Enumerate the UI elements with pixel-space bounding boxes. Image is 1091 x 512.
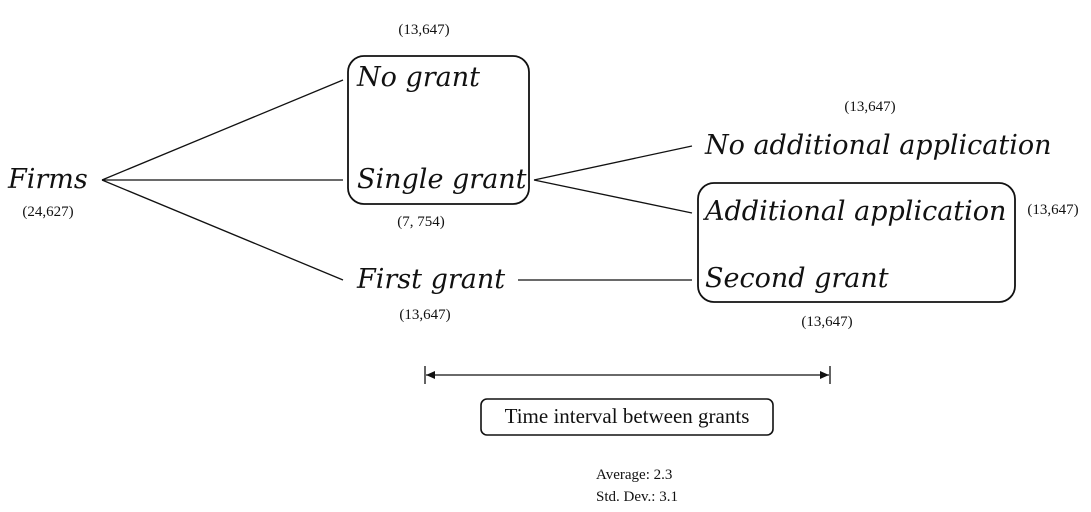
node-first-grant-count: (13,647)	[399, 307, 450, 323]
node-additional-application-count: (13,647)	[1027, 202, 1078, 218]
time-interval-std-dev: Std. Dev.: 3.1	[596, 489, 678, 505]
node-single-grant-count: (7, 754)	[397, 214, 445, 230]
edge-firms-to-first-grant	[101, 179, 344, 281]
node-firms-label: Firms	[7, 164, 88, 195]
box-no-single-grant	[347, 55, 530, 205]
node-second-grant-label: Second grant	[705, 263, 889, 294]
node-no-grant-label: No grant	[356, 62, 480, 93]
node-no-additional-application-label: No additional application	[704, 130, 1052, 161]
time-interval-average: Average: 2.3	[596, 467, 672, 483]
edge-single-to-no-additional	[533, 145, 693, 181]
edge-single-to-additional	[533, 179, 693, 214]
time-interval-label: Time interval between grants	[505, 404, 750, 428]
box-additional-second-grant	[697, 182, 1016, 303]
node-second-grant-count: (13,647)	[801, 314, 852, 330]
time-interval-box	[480, 398, 774, 436]
node-no-grant-count: (13,647)	[398, 22, 449, 38]
node-first-grant-label: First grant	[356, 264, 505, 295]
node-firms-count: (24,627)	[22, 204, 73, 220]
node-single-grant-label: Single grant	[357, 164, 527, 195]
node-additional-application-label: Additional application	[702, 196, 1006, 227]
node-no-additional-application-count: (13,647)	[844, 99, 895, 115]
edge-firms-to-no-grant	[101, 79, 344, 181]
